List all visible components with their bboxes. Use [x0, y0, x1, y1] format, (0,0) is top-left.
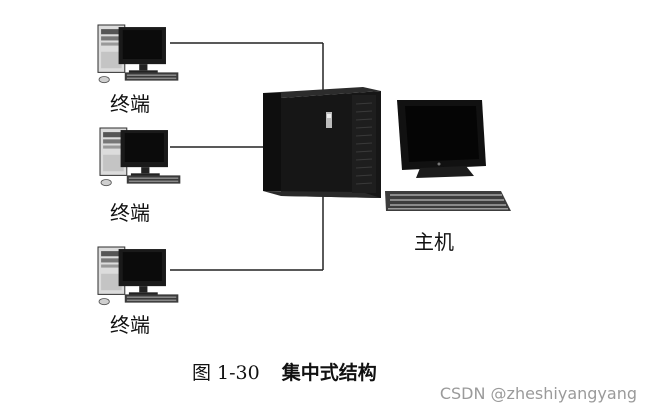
figure-title: 集中式结构	[281, 362, 377, 384]
keyboard-icon	[385, 191, 511, 211]
figure-number: 图 1-30	[192, 362, 260, 384]
host-monitor-icon	[397, 100, 486, 178]
server-tower-icon	[263, 87, 381, 198]
terminal-label-3: 终端	[110, 313, 150, 337]
figure-caption: 图 1-30 集中式结构	[192, 364, 377, 383]
terminal-label-2: 终端	[110, 201, 150, 225]
terminal-pc-icon-3	[97, 246, 179, 306]
terminal-pc-icon-2	[99, 127, 181, 187]
connection-lines	[170, 42, 324, 271]
terminal-pc-icon-1	[97, 24, 179, 84]
terminal-label-1: 终端	[110, 92, 150, 116]
watermark: CSDN @zheshiyangyang	[439, 384, 637, 403]
host-label: 主机	[414, 230, 454, 254]
